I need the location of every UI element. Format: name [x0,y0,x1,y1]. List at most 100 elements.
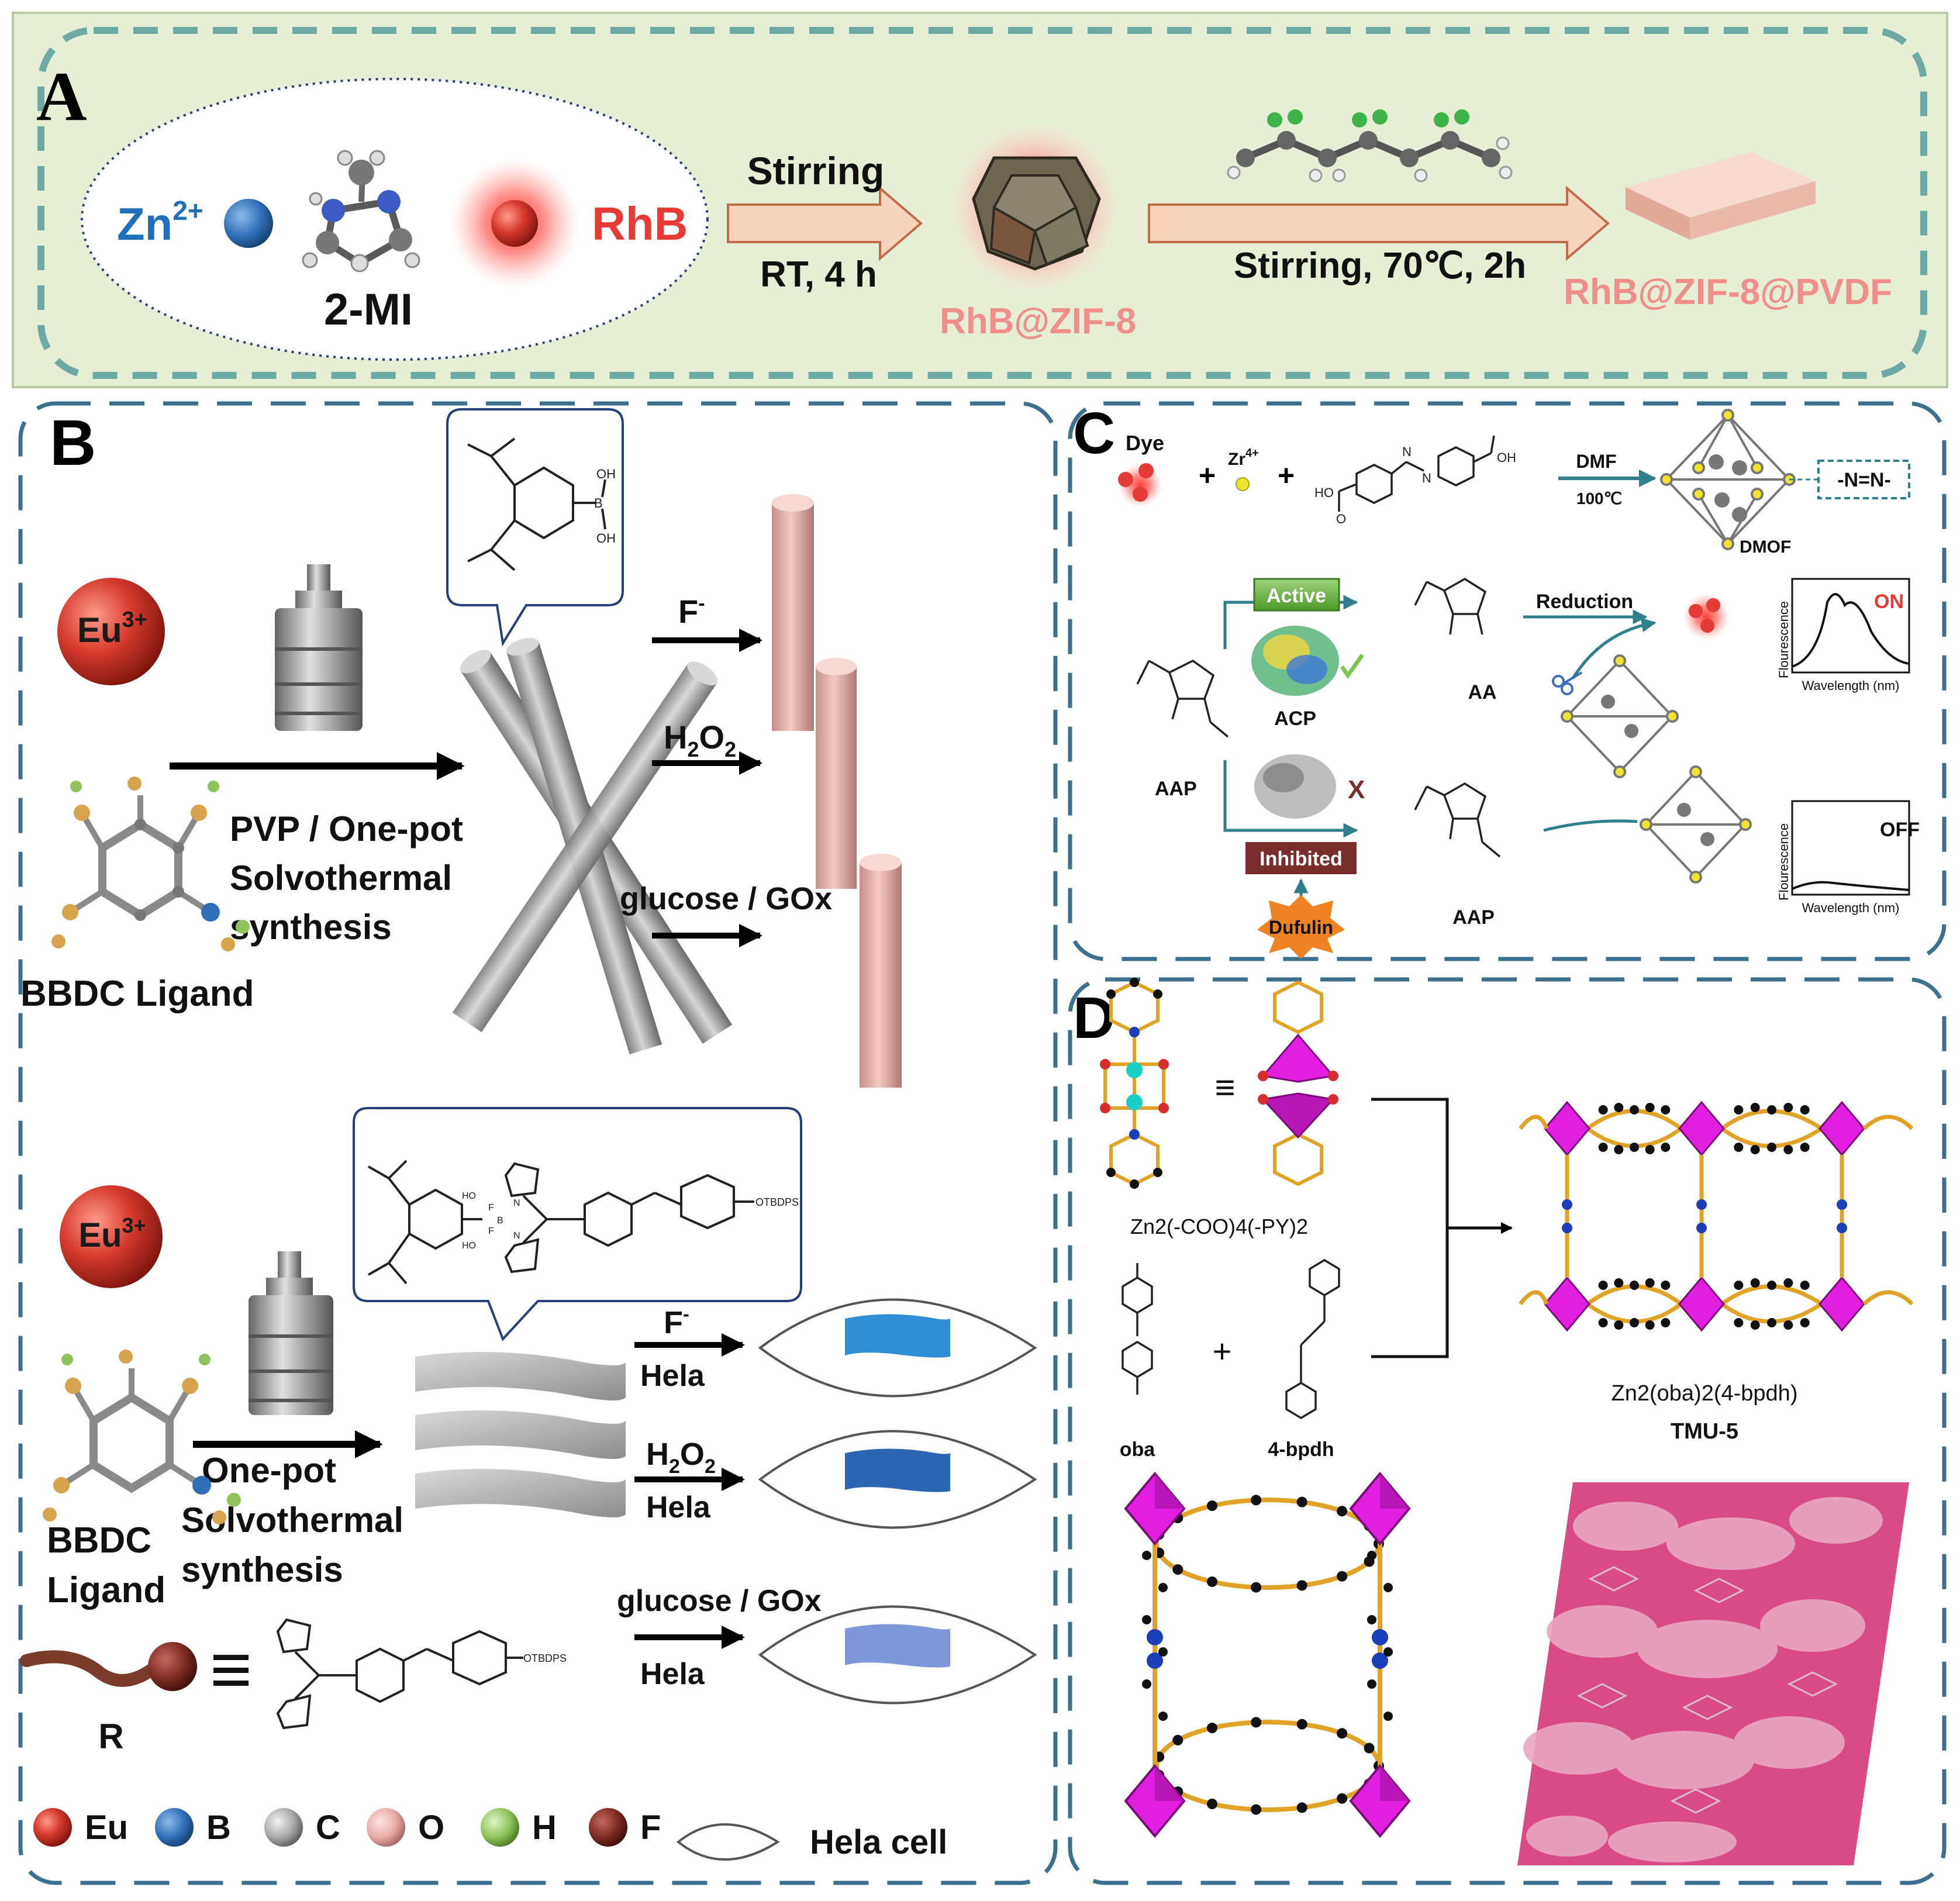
glucose-label-top: glucose / GOx [620,881,832,916]
tmu-node [1678,1100,1725,1157]
legend-swatch-o [367,1808,405,1847]
step2-condition: Stirring, 70℃, 2h [1234,246,1526,286]
oba-label: oba [1120,1438,1156,1461]
tmu-atom [1783,1278,1793,1288]
tmu-chain [1862,1290,1914,1306]
probe-r-head [148,1642,197,1691]
inhibited-branch-arrow [1223,760,1358,838]
bodipy-structure [276,1618,523,1730]
tmu-atom [1645,1103,1655,1112]
tmu-atom [1645,1320,1655,1330]
tmu-atom [1767,1318,1776,1327]
pore-atom [1364,1743,1375,1754]
boronic-acid-callout [446,408,624,647]
zr-ion-sphere [1236,477,1250,491]
pore-atom [1207,1576,1217,1587]
on-label: ON [1874,591,1904,613]
pore-atom-n [1147,1629,1163,1645]
pore-atom [1158,1583,1168,1592]
tmu-atom [1630,1281,1639,1290]
panel-a-letter: A [36,57,87,135]
pvdf-product-label: RhB@ZIF-8@PVDF [1564,272,1892,312]
active-badge-label: Active [1267,585,1326,607]
pore-atom [1207,1723,1217,1734]
bpdh-structure [1285,1258,1340,1420]
tmu-atom [1661,1105,1671,1115]
pore-atom [1251,1717,1262,1728]
boronic-acid-atom-labels: OH OH B [594,467,619,546]
pore-atom-n [1372,1652,1388,1669]
aap-label-left: AAP [1155,778,1197,800]
step1-arrow [727,185,923,261]
synthesis-label-bottom: One-pot Solvothermal synthesis [181,1451,413,1589]
legend-swatch-c [264,1808,303,1847]
autoclave-icon-top [275,564,363,731]
paddlewheel-node-polyhedra [1258,980,1338,1186]
temp-label: 100℃ [1576,489,1622,508]
panel-c: C Dye + Zr4+ + HO OH O N N DMF 100℃ [1068,401,1947,961]
hela-label-3: Hela [640,1657,705,1691]
hela-label-1: Hela [640,1359,705,1393]
pore-atom [1251,1495,1262,1506]
combine-bracket [1371,1098,1449,1358]
oba-structure [1122,1263,1153,1395]
inhibited-badge-label: Inhibited [1259,848,1343,870]
peroxide-label-top: H2O2 [664,719,736,761]
pore-atom [1337,1793,1348,1804]
pore-atom [1296,1580,1307,1591]
plus-1: + [1199,459,1216,492]
nanosheet-in-cell-3 [845,1624,950,1668]
pore-node-facet [1155,1474,1184,1509]
dufulin-label: Dufulin [1269,917,1333,938]
tmu-atom [1630,1318,1639,1327]
pore-atom [1296,1719,1307,1730]
node-formula-label: Zn2(-COO)4(-PY)2 [1130,1215,1308,1238]
pore-surface-map [1517,1482,1909,1865]
step1-condition-top: Stirring [747,149,885,192]
pore-atom [1158,1647,1168,1657]
legend-hela-cell-icon [676,1823,780,1861]
tmu-atom [1661,1143,1671,1152]
aap-structure-right [1414,782,1501,858]
pore-atom [1207,1500,1217,1512]
pore-atom-n [1372,1629,1388,1645]
plus-2: + [1278,459,1295,492]
hela-route-fluoride: F- Hela [634,1298,1037,1398]
otbdps-label-r: OTBDPS [523,1652,567,1664]
mof-rods-grey [452,637,733,1055]
synthesis-label-top: PVP / One-pot Solvothermal synthesis [230,809,473,947]
legend-hela-cell-label: Hela cell [810,1823,947,1861]
eu-ion-label-bottom: Eu3+ [78,1213,146,1254]
nanosheet-in-cell-1 [845,1314,950,1358]
hela-route-peroxide: H2O2 Hela [634,1430,1037,1529]
zr-ion-label: Zr4+ [1228,447,1259,469]
paddlewheel-node-ball-stick [1100,978,1169,1189]
tmu-node [1678,1276,1725,1332]
legend-swatch-b [155,1808,194,1847]
tmu-node [1544,1100,1590,1157]
on-path-arrow [1571,617,1657,679]
tmu-atom [1767,1281,1776,1290]
dmof-octahedron-top [1660,409,1796,550]
tmu-atom [1598,1281,1608,1290]
aa-label: AA [1468,681,1496,703]
tmu-atom [1734,1143,1744,1152]
tmu-atom [1750,1145,1760,1154]
dmof-octahedron-mid [1561,654,1679,778]
pore-atom [1367,1615,1376,1624]
aap-label-right: AAP [1452,906,1495,929]
tmu-chain [1862,1115,1914,1130]
tmu-atom [1645,1278,1655,1288]
svg-text:X: X [1348,775,1365,804]
fluoride-label-top: F- [678,592,705,630]
pvdf-film [1626,152,1816,240]
aap-structure-left [1136,659,1229,738]
pore-channel-structure [1124,1471,1411,1838]
inhibited-badge [1245,842,1357,874]
tmu-atom [1614,1103,1624,1112]
boronic-acid-structure [467,437,606,571]
tmu-atom [1750,1103,1760,1112]
probe-atom-labels: HO HO F F B N N [462,1191,523,1251]
tmu5-label: TMU-5 [1671,1419,1738,1444]
